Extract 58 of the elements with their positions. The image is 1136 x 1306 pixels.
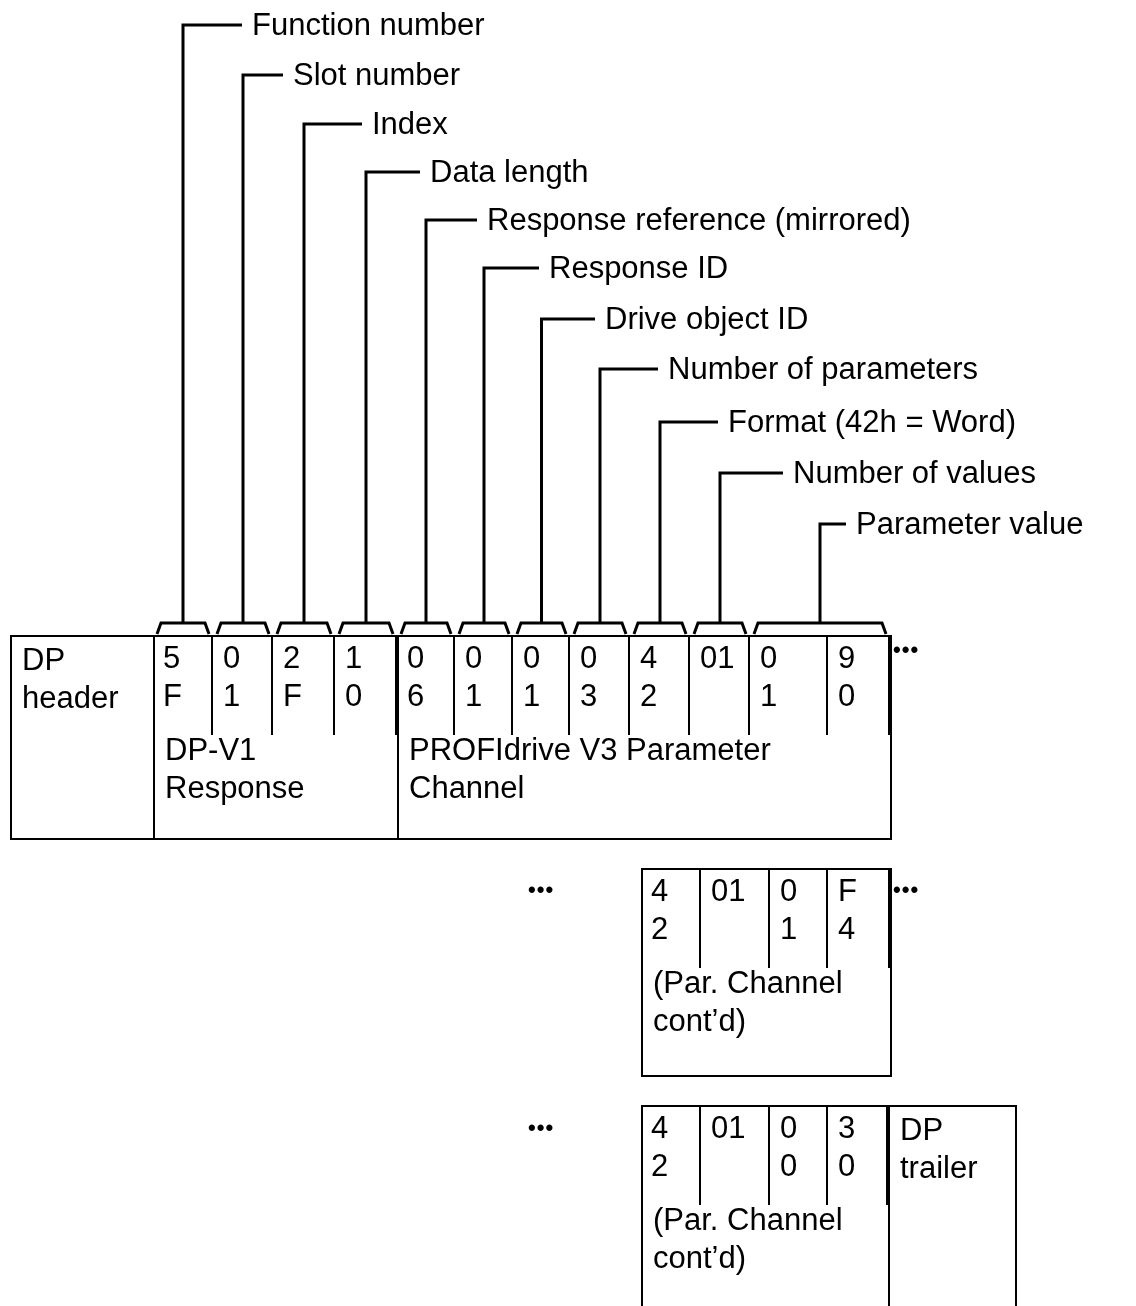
byte-value: 01 — [711, 872, 746, 910]
group-label: DP-V1 Response — [165, 731, 305, 807]
byte-value: 9 0 — [838, 639, 856, 715]
group-label: PROFIdrive V3 Parameter Channel — [409, 731, 772, 807]
group-label: (Par. Channel cont’d) — [653, 1201, 844, 1277]
field-group-box — [153, 635, 399, 840]
leader-line — [515, 317, 597, 636]
field-group-box — [397, 635, 892, 840]
byte-value: 01 — [700, 639, 735, 677]
leader-line — [457, 266, 541, 636]
continuation-mark: ••• — [528, 878, 555, 902]
byte-value: 0 1 — [760, 639, 778, 715]
byte-value: 0 6 — [407, 639, 425, 715]
callout-label: Slot number — [293, 57, 461, 93]
byte-value: 2 F — [283, 639, 302, 715]
byte-value: 1 0 — [345, 639, 363, 715]
leader-line — [692, 471, 785, 636]
byte-value: 5 F — [163, 639, 182, 715]
byte-value: 4 2 — [651, 872, 669, 948]
leader-line — [337, 170, 422, 636]
callout-label: Function number — [252, 7, 485, 43]
continuation-mark: ••• — [893, 878, 920, 902]
leader-line — [215, 73, 285, 636]
group-label: (Par. Channel cont’d) — [653, 964, 844, 1040]
field-group-box — [641, 1105, 890, 1306]
leader-line — [632, 420, 720, 636]
field-label: DP trailer — [900, 1111, 978, 1187]
byte-value: 0 1 — [780, 872, 798, 948]
frame-box — [10, 635, 155, 840]
callout-label: Format (42h = Word) — [728, 404, 1016, 440]
callout-label: Drive object ID — [605, 301, 809, 337]
callout-label: Response reference (mirrored) — [487, 202, 911, 238]
callout-label: Index — [372, 106, 448, 142]
leader-line — [155, 23, 244, 636]
callout-label: Data length — [430, 154, 589, 190]
leader-line — [572, 367, 660, 636]
field-group-box — [641, 868, 892, 1077]
leader-line — [399, 218, 479, 636]
byte-value: 0 1 — [465, 639, 483, 715]
callout-label: Parameter value — [856, 506, 1084, 542]
continuation-mark: ••• — [893, 638, 920, 662]
byte-value: 4 2 — [651, 1109, 669, 1185]
frame-box — [888, 1105, 1017, 1306]
byte-value: 01 — [711, 1109, 746, 1147]
byte-value: 0 1 — [523, 639, 541, 715]
callout-label: Response ID — [549, 250, 729, 286]
byte-value: 0 1 — [223, 639, 241, 715]
byte-value: 4 2 — [640, 639, 658, 715]
byte-value: F 4 — [838, 872, 857, 948]
field-label: DP header — [22, 641, 119, 717]
byte-value: 3 0 — [838, 1109, 856, 1185]
continuation-mark: ••• — [528, 1116, 555, 1140]
leader-line — [752, 522, 888, 636]
byte-value: 0 0 — [780, 1109, 798, 1185]
leader-line — [275, 122, 364, 636]
byte-value: 0 3 — [580, 639, 598, 715]
callout-label: Number of values — [793, 455, 1036, 491]
callout-label: Number of parameters — [668, 351, 979, 387]
